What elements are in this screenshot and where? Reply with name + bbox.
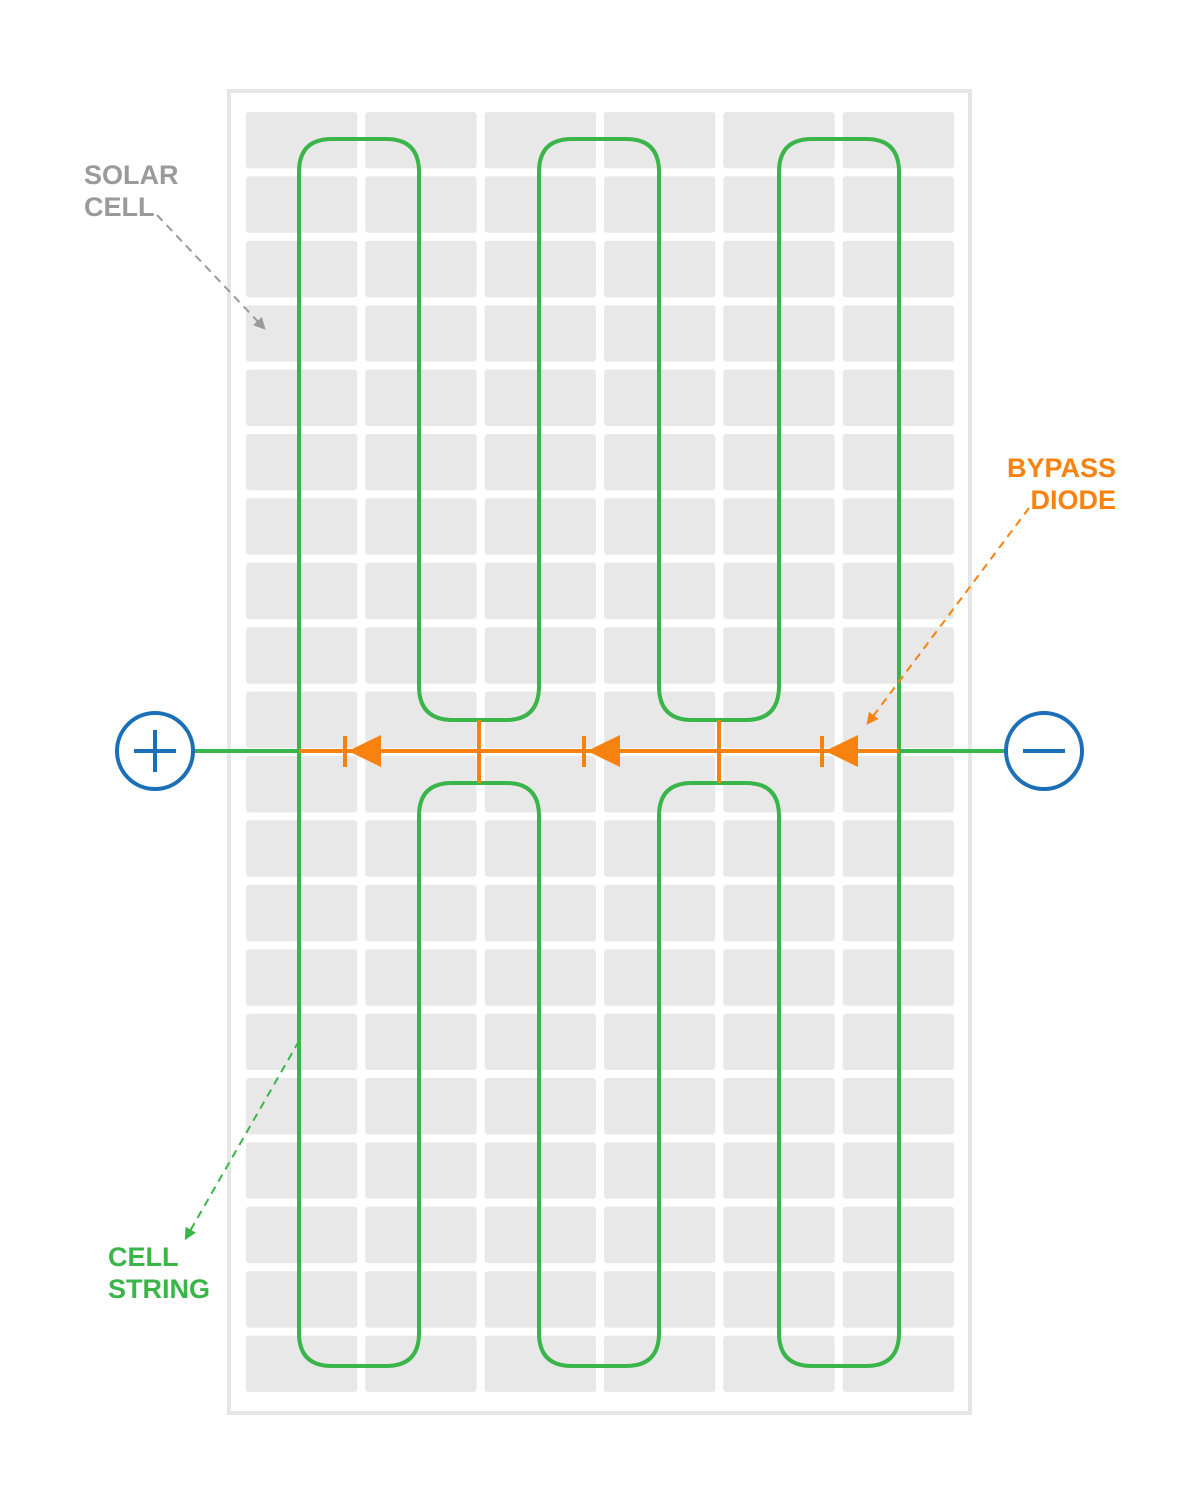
solar-cell <box>246 1078 358 1135</box>
solar-cell <box>723 1335 835 1392</box>
solar-cell <box>604 112 716 169</box>
solar-cell <box>246 1335 358 1392</box>
solar-cell-arrow <box>156 214 266 330</box>
solar-cell <box>365 112 477 169</box>
solar-cell-label-line1: SOLAR <box>84 160 179 190</box>
solar-cell <box>842 1335 954 1392</box>
solar-cell <box>246 1013 358 1070</box>
solar-cell <box>484 1335 596 1392</box>
cell-string-2-lower <box>479 781 719 1368</box>
solar-cell <box>246 369 358 426</box>
solar-cell <box>246 756 358 813</box>
solar-cell <box>246 562 358 620</box>
solar-cell <box>365 691 477 748</box>
solar-cell <box>246 884 358 942</box>
solar-cell <box>604 691 716 748</box>
solar-cell <box>604 756 716 813</box>
solar-cell <box>723 756 835 813</box>
solar-cell <box>484 756 596 813</box>
solar-cell <box>246 498 358 555</box>
solar-cell <box>246 112 358 169</box>
solar-cell <box>246 240 358 298</box>
solar-cell <box>484 112 596 169</box>
solar-cell <box>246 1142 358 1199</box>
solar-cell-label-line2: CELL <box>84 192 155 222</box>
bypass-diode-bus <box>299 720 899 783</box>
solar-cell <box>246 691 358 748</box>
solar-cell <box>484 691 596 748</box>
solar-cell <box>246 627 358 684</box>
solar-cell <box>246 820 358 877</box>
bypass-diode-label-line2: DIODE <box>1030 485 1116 515</box>
diode-symbol-icon <box>343 735 381 767</box>
solar-cell <box>365 1335 477 1392</box>
solar-cell <box>246 305 358 362</box>
solar-cell <box>246 176 358 233</box>
solar-cell <box>246 1206 358 1264</box>
solar-cell <box>246 949 358 1006</box>
minus-circle-icon <box>1004 711 1084 791</box>
solar-cell <box>842 112 954 169</box>
bypass-diode-arrow <box>866 507 1030 725</box>
solar-cell <box>604 1335 716 1392</box>
diode-symbol-icon <box>820 735 858 767</box>
cell-string-label-line2: STRING <box>108 1274 210 1304</box>
solar-cell <box>723 112 835 169</box>
solar-cell <box>723 691 835 748</box>
diode-symbol-icon <box>582 735 620 767</box>
plus-circle-icon <box>115 711 195 791</box>
solar-cell <box>246 434 358 491</box>
cell-string-2 <box>479 137 719 722</box>
solar-cell <box>365 756 477 813</box>
solar-cell <box>246 1271 358 1328</box>
cell-string-label-line1: CELL <box>108 1242 179 1272</box>
cell-string-arrow <box>184 1040 300 1241</box>
bypass-diode-label-line1: BYPASS <box>1007 453 1116 483</box>
